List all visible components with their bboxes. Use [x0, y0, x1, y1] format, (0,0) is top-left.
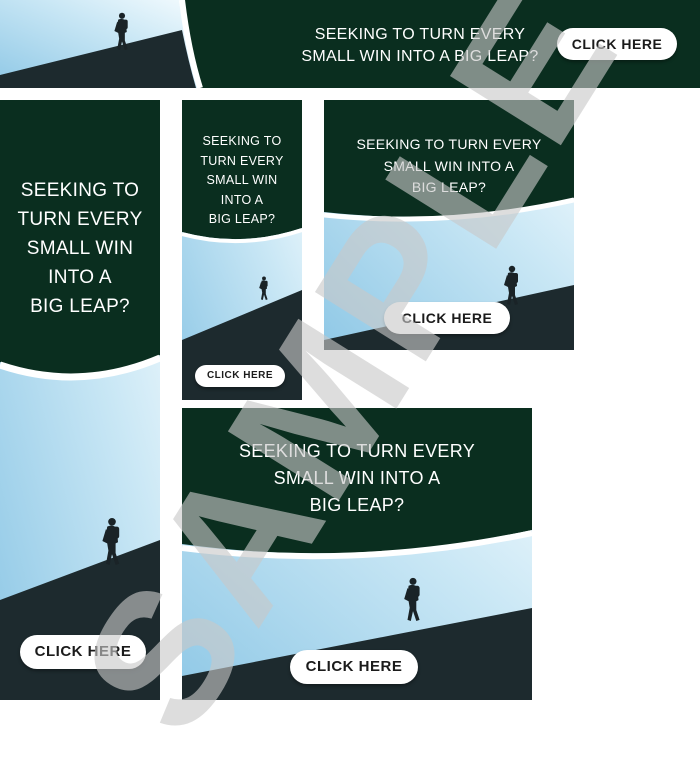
skyscraper-cta-button[interactable]: CLICK HERE — [20, 635, 146, 669]
small-vertical-headline: SEEKING TO TURN EVERY SMALL WIN INTO A B… — [200, 134, 284, 226]
large-rectangle-cta-button[interactable]: CLICK HERE — [290, 650, 418, 684]
large-rectangle-headline: SEEKING TO TURN EVERY SMALL WIN INTO A B… — [238, 441, 476, 515]
small-vertical-cta-button[interactable]: CLICK HERE — [195, 365, 285, 387]
rectangle-headline: SEEKING TO TURN EVERY SMALL WIN INTO A B… — [356, 136, 542, 195]
skyscraper-scene — [0, 100, 160, 700]
leaderboard-cta-button[interactable]: CLICK HERE — [557, 28, 677, 60]
skyscraper-headline: SEEKING TO TURN EVERY SMALL WIN INTO A B… — [17, 180, 143, 317]
leaderboard-headline: SEEKING TO TURN EVERY SMALL WIN INTO A B… — [301, 26, 539, 65]
rectangle-ad[interactable]: SEEKING TO TURN EVERY SMALL WIN INTO A B… — [324, 100, 574, 350]
leaderboard-ad[interactable]: SEEKING TO TURN EVERY SMALL WIN INTO A B… — [0, 0, 700, 88]
large-rectangle-ad[interactable]: SEEKING TO TURN EVERY SMALL WIN INTO A B… — [182, 408, 532, 700]
small-vertical-ad[interactable]: SEEKING TO TURN EVERY SMALL WIN INTO A B… — [182, 100, 302, 400]
skyscraper-ad[interactable]: SEEKING TO TURN EVERY SMALL WIN INTO A B… — [0, 100, 160, 700]
rectangle-cta-button[interactable]: CLICK HERE — [384, 302, 510, 334]
